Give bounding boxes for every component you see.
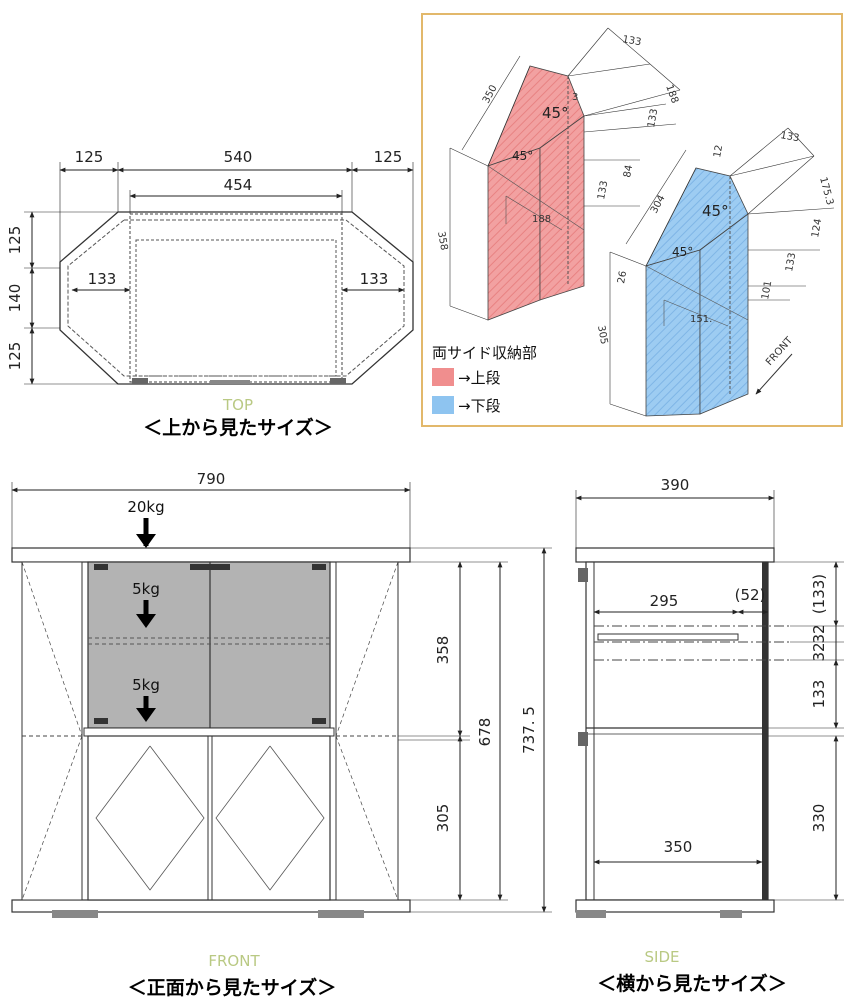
top-dim-side-left: 133 bbox=[88, 270, 117, 288]
top-dim-depth-mid: 140 bbox=[6, 284, 24, 313]
front-dim-305: 305 bbox=[434, 804, 452, 833]
side-dim-350: 350 bbox=[664, 838, 693, 856]
front-dim-678: 678 bbox=[476, 718, 494, 747]
top-view: 125 540 125 454 125 140 125 133 133 TOP … bbox=[6, 148, 414, 439]
top-dim-side-right: 133 bbox=[360, 270, 389, 288]
front-dim-737: 737. 5 bbox=[520, 706, 538, 754]
upper-angle-front: 45° bbox=[512, 149, 533, 163]
top-inner-outline bbox=[67, 219, 405, 377]
side-body bbox=[585, 561, 769, 901]
front-lower-doors bbox=[87, 735, 331, 901]
side-top-board bbox=[575, 547, 775, 563]
upper-angle-top: 45° bbox=[542, 104, 569, 122]
front-glass-cabinet bbox=[87, 561, 331, 729]
side-dim-52: (52) bbox=[735, 586, 766, 604]
lower-dim-305: 305 bbox=[595, 325, 609, 346]
top-dim-inner: 454 bbox=[224, 176, 253, 194]
lower-compartment: 45° 45° 12 133 175.3 304 124 133 101 26 … bbox=[595, 127, 835, 417]
top-outline bbox=[59, 211, 414, 385]
lower-dim-133: 133 bbox=[779, 130, 800, 144]
legend-upper-label: →上段 bbox=[458, 369, 501, 387]
top-dim-right-wing: 125 bbox=[374, 148, 403, 166]
upper-compartment: 45° 45° 350 133 188 133 84 133 188 358 3 bbox=[435, 27, 681, 321]
upper-dim-133-b: 133 bbox=[596, 180, 610, 201]
lower-dim-133-b: 133 bbox=[784, 252, 798, 273]
lower-dim-26: 26 bbox=[616, 270, 629, 284]
side-dim-133: 133 bbox=[810, 680, 828, 709]
top-view-tag: TOP bbox=[222, 396, 253, 414]
side-view-caption: ＜横から見たサイズ＞ bbox=[597, 972, 786, 995]
side-view-tag: SIDE bbox=[645, 948, 680, 966]
front-view-caption: ＜正面から見たサイズ＞ bbox=[128, 976, 336, 999]
lower-dim-12: 12 bbox=[712, 144, 725, 158]
front-weight-shelf2: 5kg bbox=[132, 676, 160, 694]
front-top-board bbox=[11, 547, 411, 563]
upper-dim-133-side: 133 bbox=[646, 108, 660, 129]
front-weight-top: 20kg bbox=[127, 498, 164, 516]
top-dim-depth-bottom: 125 bbox=[6, 342, 24, 371]
side-dim-depth: 390 bbox=[661, 476, 690, 494]
side-dim-32a: 32 bbox=[810, 624, 828, 643]
legend-upper-swatch bbox=[432, 368, 454, 386]
top-dim-depth-top: 125 bbox=[6, 226, 24, 255]
front-view-tag: FRONT bbox=[208, 952, 260, 970]
upper-dim-133: 133 bbox=[621, 34, 642, 48]
side-dim-295: 295 bbox=[650, 592, 679, 610]
lower-angle-top: 45° bbox=[702, 202, 729, 220]
lower-dim-124: 124 bbox=[810, 218, 824, 239]
upper-dim-188: 188 bbox=[532, 214, 551, 225]
top-view-caption: ＜上から見たサイズ＞ bbox=[143, 416, 332, 439]
side-storage-inset: 45° 45° 350 133 188 133 84 133 188 358 3 bbox=[421, 13, 843, 427]
front-dim-358: 358 bbox=[434, 636, 452, 665]
lower-dim-151: 151. bbox=[690, 314, 712, 325]
side-dim-133-paren: (133) bbox=[810, 574, 828, 614]
top-dim-width: 540 bbox=[224, 148, 253, 166]
upper-dim-84: 84 bbox=[622, 164, 635, 178]
side-dim-330: 330 bbox=[810, 804, 828, 833]
legend-lower-label: →下段 bbox=[458, 397, 501, 415]
upper-dim-358: 358 bbox=[435, 231, 449, 252]
legend-lower-swatch bbox=[432, 396, 454, 414]
side-view: 390 295 (52) 350 (133) 32 32 133 330 SID… bbox=[575, 476, 844, 995]
lower-dim-101: 101 bbox=[760, 280, 774, 301]
legend-title: 両サイド収納部 bbox=[432, 344, 537, 362]
top-inner-body bbox=[129, 213, 343, 383]
front-dim-width: 790 bbox=[197, 470, 226, 488]
side-dim-32b: 32 bbox=[810, 642, 828, 661]
inset-border bbox=[421, 13, 843, 427]
front-weight-shelf1: 5kg bbox=[132, 580, 160, 598]
front-view: 20kg 5kg 5kg 790 358 305 678 737. 5 FRON… bbox=[11, 470, 552, 999]
upper-dim-3: 3 bbox=[572, 92, 578, 103]
top-dim-left-wing: 125 bbox=[75, 148, 104, 166]
lower-angle-front: 45° bbox=[672, 245, 693, 259]
